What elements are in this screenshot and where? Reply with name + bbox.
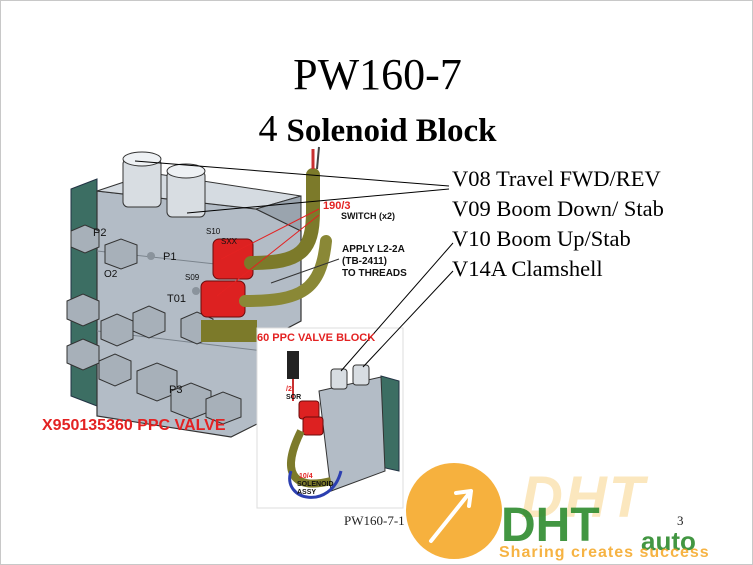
legend-item-v08: V08 Travel FWD/REV — [452, 166, 661, 191]
valve-legend: V08 Travel FWD/REV V09 Boom Down/ Stab V… — [452, 164, 664, 284]
legend-item-v10: V10 Boom Up/Stab — [452, 226, 631, 251]
port-label-o2: O2 — [104, 269, 118, 280]
watermark-brand-dht: DHT — [501, 498, 600, 553]
port-label-p3: P3 — [169, 384, 183, 396]
legend-item-v14a: V14A Clamshell — [452, 256, 603, 281]
inset-solenoid-label-2: SOLENOID — [297, 481, 334, 488]
inset-caption: 60 PPC VALVE BLOCK — [257, 332, 376, 344]
watermark-brand-letters: DHT — [501, 499, 600, 552]
ppc-valve-caption: X950135360 PPC VALVE — [42, 417, 226, 434]
port-label-s09: S09 — [185, 273, 200, 282]
port-label-s10: S10 — [206, 227, 221, 236]
port-label-p2: P2 — [93, 227, 107, 239]
apply-note: APPLY L2-2A (TB-2411) TO THREADS — [342, 244, 407, 280]
switch-number-label: 190/3 — [323, 200, 351, 212]
slide-subtitle: 4 Solenoid Block — [1, 107, 752, 151]
inset-solenoid-label: SOLENOID ASSY — [297, 481, 334, 497]
port-label-t01: T01 — [167, 293, 186, 305]
watermark-slogan: Sharing creates success — [499, 544, 710, 561]
watermark-brand-top: DHT — [521, 465, 647, 530]
port-label-p1: P1 — [163, 251, 177, 263]
inset-solenoid-label-3: ASSY — [297, 489, 317, 496]
apply-note-line-3: TO THREADS — [342, 268, 407, 279]
slide-title: PW160-7 — [293, 50, 462, 99]
inset-sensor-label-1: /2 — [286, 386, 292, 393]
page-number: 3 — [677, 513, 684, 528]
inset-solenoid-label-1: 10/4 — [299, 473, 313, 480]
switch-label: SWITCH (x2) — [341, 211, 395, 221]
watermark-brand-bottom: auto — [641, 526, 696, 556]
port-label-sxx: SXX — [221, 237, 238, 246]
subtitle-text: Solenoid Block — [286, 113, 497, 149]
subtitle-number: 4 — [258, 108, 278, 150]
apply-note-line-2: (TB-2411) — [342, 256, 388, 267]
inset-sensor-label-2: SOR — [286, 394, 302, 401]
legend-item-v09: V09 Boom Down/ Stab — [452, 196, 664, 221]
footer-text: PW160-7-1 — [344, 513, 405, 528]
apply-note-line-1: APPLY L2-2A — [342, 244, 405, 255]
